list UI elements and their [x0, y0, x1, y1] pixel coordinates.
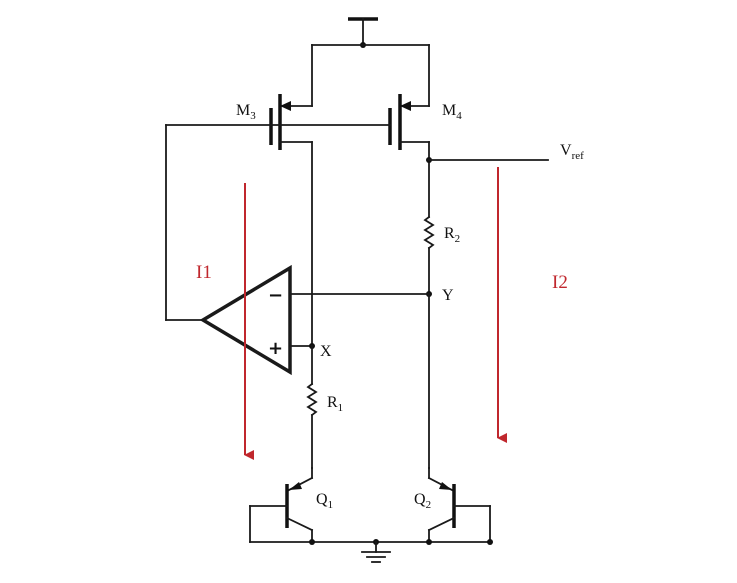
svg-text:R1: R1: [327, 394, 343, 414]
resistor-r1: [306, 382, 318, 469]
label-q2: Q: [414, 491, 426, 508]
opamp-plus-sign: +: [268, 338, 283, 359]
label-m3-sub: 3: [250, 110, 256, 122]
ground-rail: [249, 539, 493, 545]
svg-text:R2: R2: [444, 225, 460, 245]
label-node-y: Y: [442, 287, 454, 304]
label-q1-sub: 1: [328, 499, 334, 511]
svg-text:Q1: Q1: [316, 491, 333, 511]
label-r2: R: [444, 225, 455, 242]
svg-text:M3: M3: [236, 102, 256, 122]
label-q1: Q: [316, 491, 328, 508]
vref-wire: [426, 157, 549, 163]
label-vref: V: [560, 142, 572, 159]
transistor-m3: [269, 44, 313, 347]
ground-symbol: [361, 541, 391, 563]
label-q2-sub: 2: [426, 499, 432, 511]
resistor-r2: [423, 215, 435, 295]
opamp: [199, 264, 313, 376]
svg-text:M4: M4: [442, 102, 462, 122]
vdd-supply-symbol: [311, 17, 430, 48]
label-m3: M: [236, 102, 250, 119]
svg-text:Vref: Vref: [560, 142, 584, 162]
label-r1-sub: 1: [338, 402, 344, 414]
label-m4-sub: 4: [456, 110, 462, 122]
label-m4: M: [442, 102, 456, 119]
gate-wire: [165, 124, 391, 321]
label-r2-sub: 2: [455, 233, 461, 245]
opamp-minus-sign: −: [268, 285, 283, 306]
transistor-q1: [249, 467, 314, 543]
svg-text:Q2: Q2: [414, 491, 431, 511]
transistor-q2: [427, 467, 491, 543]
label-i2: I2: [552, 272, 568, 293]
label-i1: I1: [196, 262, 212, 283]
label-node-x: X: [320, 343, 332, 360]
label-vref-sub: ref: [572, 150, 585, 162]
label-r1: R: [327, 394, 338, 411]
transistor-m4: [388, 44, 430, 218]
